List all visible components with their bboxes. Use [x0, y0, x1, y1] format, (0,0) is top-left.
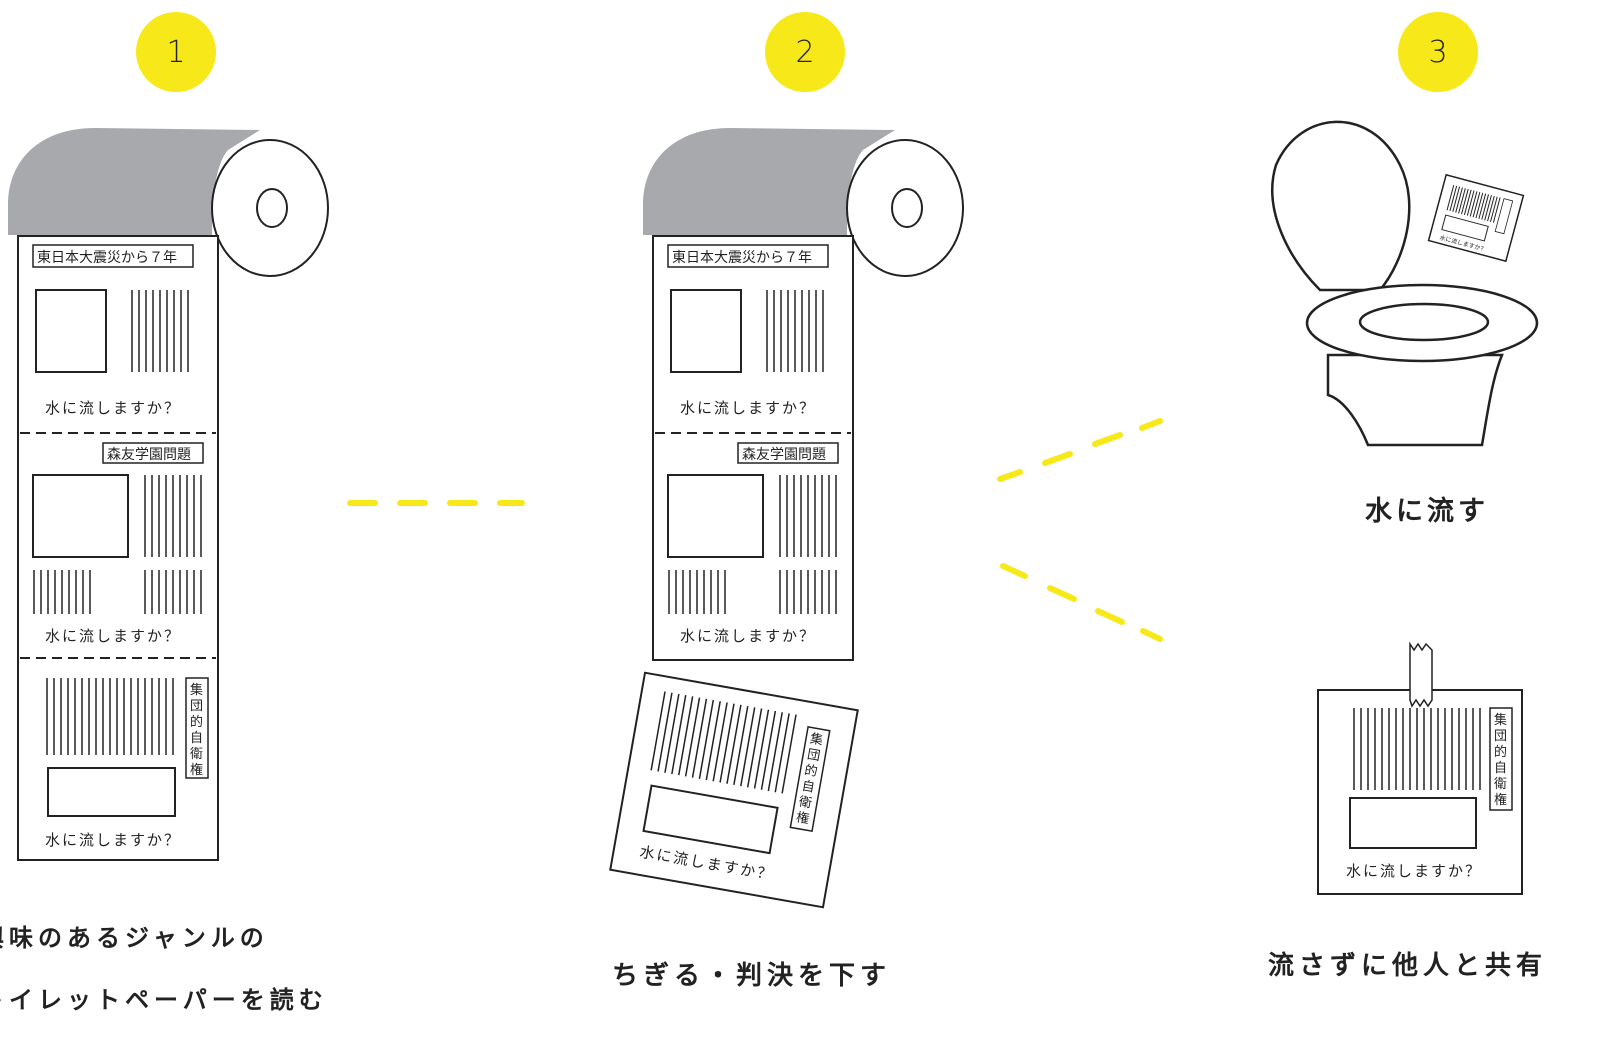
svg-text:団: 団	[806, 747, 821, 764]
roll-1-question-1: 水に流しますか？	[45, 399, 181, 417]
svg-text:自: 自	[190, 731, 203, 746]
roll-1-question-3: 水に流しますか？	[45, 831, 181, 849]
arrow-dashes-2-3	[997, 418, 1163, 642]
step-2-badge: 2	[765, 12, 845, 92]
svg-text:自: 自	[1494, 761, 1507, 776]
toilet-roll-2	[643, 128, 964, 661]
step-2-caption: ちぎる・判決を下す	[612, 961, 892, 991]
taped-sheet	[1317, 641, 1523, 895]
toilet-icon	[1271, 120, 1539, 447]
roll-1-headline-3: 集 団 的 自 衛 権	[190, 682, 203, 778]
svg-text:権: 権	[795, 809, 811, 827]
step-1-badge: 1	[136, 12, 216, 92]
roll-1-headline-2: 森友学園問題	[107, 447, 191, 463]
svg-text:集: 集	[190, 682, 203, 698]
step-1-number: 1	[166, 34, 186, 70]
roll-1-flap	[8, 128, 260, 235]
toilet-roll-1	[8, 128, 329, 861]
svg-text:衛: 衛	[798, 795, 813, 812]
taped-sheet-headline-3: 集 団 的 自 衛 権	[1494, 712, 1507, 808]
roll-2-paper	[652, 235, 854, 661]
svg-text:的: 的	[803, 762, 819, 780]
roll-1-hole	[256, 188, 288, 228]
torn-sheet-headline-3: 集 団 的 自 衛 権	[795, 731, 824, 828]
svg-text:集: 集	[809, 731, 825, 749]
step-3-number: 3	[1428, 34, 1448, 70]
roll-2-headline-1: 東日本大震災から７年	[672, 250, 812, 266]
roll-1-paper	[17, 235, 219, 861]
roll-2-question-2: 水に流しますか？	[680, 627, 816, 645]
svg-text:団: 団	[190, 699, 203, 714]
roll-2-headline-2: 森友学園問題	[742, 447, 826, 463]
roll-1-text-lines-a	[131, 290, 189, 372]
tape-icon	[1409, 641, 1433, 708]
roll-1-headline-1: 東日本大震災から７年	[37, 250, 177, 266]
outcome-share: 流さずに他人と共有	[1268, 951, 1548, 981]
roll-1-question-2: 水に流しますか？	[45, 627, 181, 645]
svg-text:権: 権	[190, 762, 203, 778]
svg-text:衛: 衛	[1494, 777, 1507, 792]
step-1-caption-line-1: 興味のあるジャンルの	[0, 924, 269, 952]
svg-text:権: 権	[1494, 792, 1507, 808]
roll-2-question-1: 水に流しますか？	[680, 399, 816, 417]
outcome-flush: 水に流す	[1365, 496, 1489, 527]
step-1-caption-line-2: トイレットペーパーを読む	[0, 986, 328, 1014]
svg-text:的: 的	[190, 714, 203, 730]
torn-sheet: 集 団 的 自 衛 権 水に流しますか？	[609, 671, 859, 909]
roll-2-flap	[643, 128, 895, 235]
sheet-in-toilet: 水に流しますか？	[1427, 173, 1525, 263]
svg-text:衛: 衛	[190, 747, 203, 762]
svg-text:団: 団	[1494, 729, 1507, 744]
svg-text:集: 集	[1494, 712, 1507, 728]
step-3-badge: 3	[1398, 12, 1478, 92]
step-2-number: 2	[795, 34, 815, 70]
taped-sheet-question: 水に流しますか？	[1346, 862, 1482, 880]
svg-text:自: 自	[800, 779, 815, 796]
svg-text:的: 的	[1494, 744, 1507, 760]
